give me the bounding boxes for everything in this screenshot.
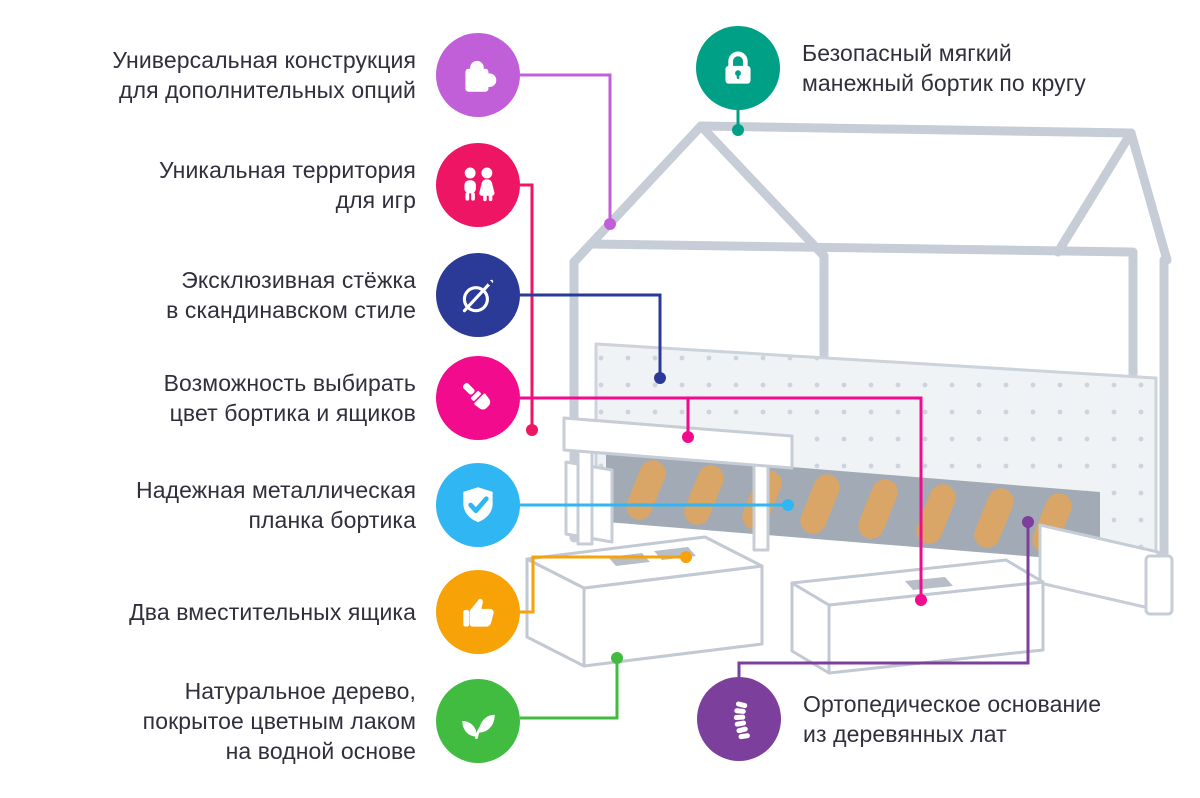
connector-scandinavian-stitching (520, 293, 666, 384)
feature-text-line: цвет бортика и ящиков (169, 400, 416, 426)
feature-scandinavian-stitching: Эксклюзивная стёжка в скандинавском стил… (30, 253, 520, 337)
feature-text-line: для игр (335, 187, 416, 213)
wooden-slats (626, 460, 1072, 553)
feature-text-line: Уникальная территория (159, 157, 416, 183)
feature-text-line: манежный бортик по кругу (802, 70, 1086, 96)
feature-text-line: из деревянных лат (803, 721, 1007, 747)
feature-play-territory: Уникальная территория для игр (30, 143, 520, 227)
connector-dot (611, 652, 623, 664)
drawers (525, 535, 1045, 675)
feature-text-line: Возможность выбирать (163, 370, 416, 396)
feature-natural-wood: Натуральное дерево, покрытое цветным лак… (30, 676, 520, 766)
connector-dot (526, 424, 538, 436)
feature-safe-soft-bumper: Безопасный мягкий манежный бортик по кру… (696, 26, 1086, 110)
roof-ridge-beam (696, 121, 1136, 138)
front-gable-right-rafter (696, 121, 829, 261)
feature-play-territory-label: Уникальная территория для игр (159, 155, 416, 215)
feature-text-line: Эксклюзивная стёжка (181, 267, 416, 293)
feature-text-line: планка бортика (248, 507, 416, 533)
drawer-right (790, 558, 1045, 675)
slat (916, 484, 956, 544)
connector-metal-rail-plank (520, 499, 794, 511)
thumbs-up-icon (436, 570, 520, 654)
feature-text-line: для дополнительных опций (119, 77, 416, 103)
right-leg (1144, 554, 1174, 616)
feature-text-line: Универсальная конструкция (112, 47, 416, 73)
connector-color-choice (520, 396, 927, 606)
rail-support-front (576, 446, 594, 546)
back-gable-right-rafter (1126, 128, 1172, 265)
connector-dot (654, 372, 666, 384)
shield-check-icon (436, 463, 520, 547)
feature-orthopedic-base-label: Ортопедическое основание из деревянных л… (803, 689, 1101, 749)
feature-natural-wood-label: Натуральное дерево, покрытое цветным лак… (143, 676, 416, 766)
safety-rail (562, 416, 794, 552)
connector-universal-construction (520, 73, 616, 230)
feature-scandinavian-stitching-label: Эксклюзивная стёжка в скандинавском стил… (166, 265, 416, 325)
feature-color-choice-label: Возможность выбирать цвет бортика и ящик… (164, 368, 416, 428)
slatted-base (606, 452, 1100, 562)
padlock-icon (696, 26, 780, 110)
connector-safe-soft-bumper (732, 110, 744, 136)
connector-dot (732, 124, 744, 136)
children-icon (436, 143, 520, 227)
rail-plank (562, 416, 794, 470)
feature-safe-soft-bumper-label: Безопасный мягкий манежный бортик по кру… (802, 38, 1086, 98)
feature-text-line: на водной основе (225, 738, 416, 764)
connector-dot (1022, 516, 1034, 528)
connector-play-territory (520, 183, 538, 436)
slat (974, 488, 1014, 548)
feature-metal-rail-plank: Надежная металлическая планка бортика (30, 463, 520, 547)
connector-dot (682, 431, 694, 443)
slat (800, 474, 840, 534)
feature-two-drawers-label: Два вместительных ящика (129, 597, 416, 627)
connector-natural-wood (520, 652, 623, 720)
connector-dot (604, 218, 616, 230)
sprout-icon (436, 679, 520, 763)
feature-color-choice: Возможность выбирать цвет бортика и ящик… (30, 356, 520, 440)
feature-text-line: Ортопедическое основание (803, 691, 1102, 717)
slat (684, 465, 724, 525)
side-top-beam (586, 239, 1136, 257)
spine-icon (697, 677, 781, 761)
back-gable-left-rafter (1053, 128, 1136, 257)
connectors (520, 73, 1034, 720)
feature-text-line: покрытое цветным лаком (142, 708, 416, 734)
connector-dot (782, 499, 794, 511)
connector-dot (915, 594, 927, 606)
feature-orthopedic-base: Ортопедическое основание из деревянных л… (697, 677, 1101, 761)
paintbrush-icon (436, 356, 520, 440)
connector-dot (680, 551, 692, 563)
needle-thread-icon (436, 253, 520, 337)
drawer-right-handle (905, 577, 953, 590)
feature-universal-construction-label: Универсальная конструкция для дополнител… (112, 45, 416, 105)
connector-two-drawers (520, 551, 692, 614)
slat (858, 479, 898, 539)
feature-text-line: в скандинавском стиле (166, 297, 416, 323)
puzzle-icon (436, 33, 520, 117)
house-frame (569, 121, 1172, 561)
feature-text-line: Натуральное дерево, (184, 678, 416, 704)
feature-text-line: Два вместительных ящика (129, 599, 416, 625)
feature-universal-construction: Универсальная конструкция для дополнител… (30, 33, 520, 117)
feature-text-line: Надежная металлическая (136, 477, 416, 503)
feature-metal-rail-plank-label: Надежная металлическая планка бортика (136, 475, 416, 535)
front-gable-left-rafter (569, 121, 706, 267)
connector-orthopedic-base (737, 516, 1034, 677)
feature-two-drawers: Два вместительных ящика (30, 570, 520, 654)
feature-text-line: Безопасный мягкий (802, 40, 1012, 66)
